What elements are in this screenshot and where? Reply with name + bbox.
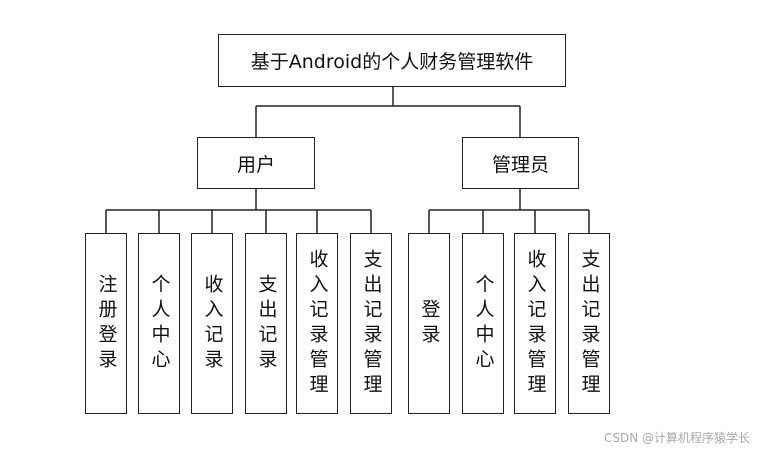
- leaf-label: 登录: [418, 298, 441, 349]
- leaf-label: 个人中心: [148, 273, 171, 374]
- leaf-label: 注册登录: [95, 273, 118, 374]
- leaf-node: 个人中心: [462, 233, 504, 414]
- leaf-label: 个人中心: [472, 273, 495, 374]
- leaf-label: 收入记录管理: [306, 248, 329, 399]
- leaf-node: 收入记录管理: [514, 233, 556, 414]
- leaf-node: 收入记录管理: [296, 233, 338, 414]
- leaf-node: 登录: [408, 233, 450, 414]
- leaf-label: 支出记录管理: [360, 248, 383, 399]
- group-label: 管理员: [491, 153, 549, 176]
- watermark: CSDN @计算机程序猿学长: [603, 431, 750, 445]
- leaf-node: 注册登录: [85, 233, 127, 414]
- root-node: 基于Android的个人财务管理软件: [218, 34, 566, 87]
- group-label: 用户: [236, 153, 275, 176]
- leaf-label: 收入记录: [201, 273, 224, 374]
- group-node-admin: 管理员: [462, 137, 579, 189]
- root-label: 基于Android的个人财务管理软件: [250, 51, 534, 73]
- leaf-node: 支出记录管理: [568, 233, 610, 414]
- leaf-node: 支出记录管理: [350, 233, 392, 414]
- leaf-label: 收入记录管理: [524, 248, 547, 399]
- leaf-node: 支出记录: [245, 233, 287, 414]
- leaf-node: 个人中心: [138, 233, 180, 414]
- leaf-label: 支出记录: [255, 273, 278, 374]
- leaf-label: 支出记录管理: [578, 248, 601, 399]
- group-node-user: 用户: [197, 137, 315, 189]
- leaf-node: 收入记录: [191, 233, 233, 414]
